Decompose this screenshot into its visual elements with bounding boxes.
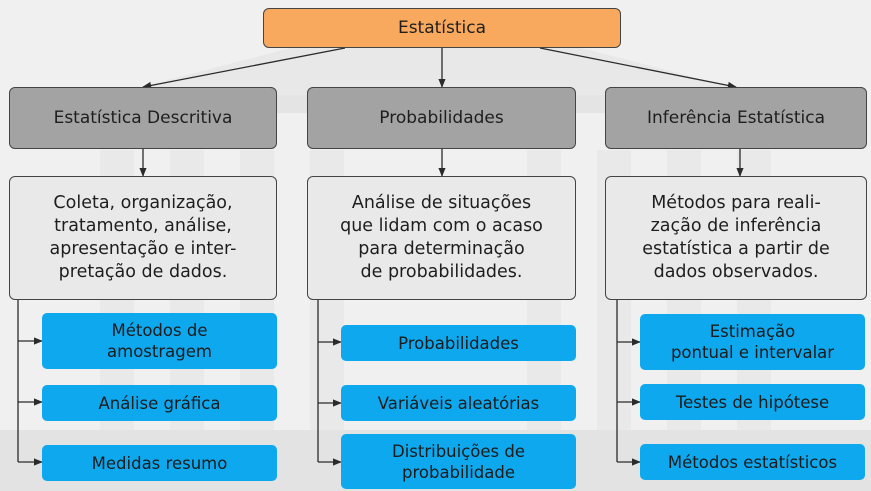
leaf-metodos-estatisticos: Métodos estatísticos (640, 444, 865, 480)
description-probabilidades: Análise de situações que lidam com o aca… (307, 176, 576, 300)
description-descritiva: Coleta, organização, tratamento, análise… (9, 176, 277, 300)
description-inferencia: Métodos para reali- zação de inferência … (605, 176, 867, 300)
leaf-probabilidades: Probabilidades (341, 325, 576, 361)
root-node-estatistica: Estatística (263, 8, 621, 48)
leaf-variaveis-aleatorias: Variáveis aleatórias (341, 385, 576, 421)
leaf-medidas-resumo: Medidas resumo (42, 445, 277, 481)
arrow-root-to-descritiva (142, 47, 346, 90)
arrow-root-to-inferencia (539, 47, 737, 89)
leaf-estimacao-pontual-intervalar: Estimação pontual e intervalar (640, 314, 865, 370)
category-probabilidades: Probabilidades (307, 87, 576, 149)
category-inferencia-estatistica: Inferência Estatística (605, 87, 867, 149)
leaf-metodos-de-amostragem: Métodos de amostragem (42, 313, 277, 369)
category-estatistica-descritiva: Estatística Descritiva (9, 87, 277, 149)
leaf-distribuicoes-de-probabilidade: Distribuições de probabilidade (341, 434, 576, 489)
leaf-testes-de-hipotese: Testes de hipótese (640, 384, 865, 420)
leaf-analise-grafica: Análise gráfica (42, 385, 277, 421)
